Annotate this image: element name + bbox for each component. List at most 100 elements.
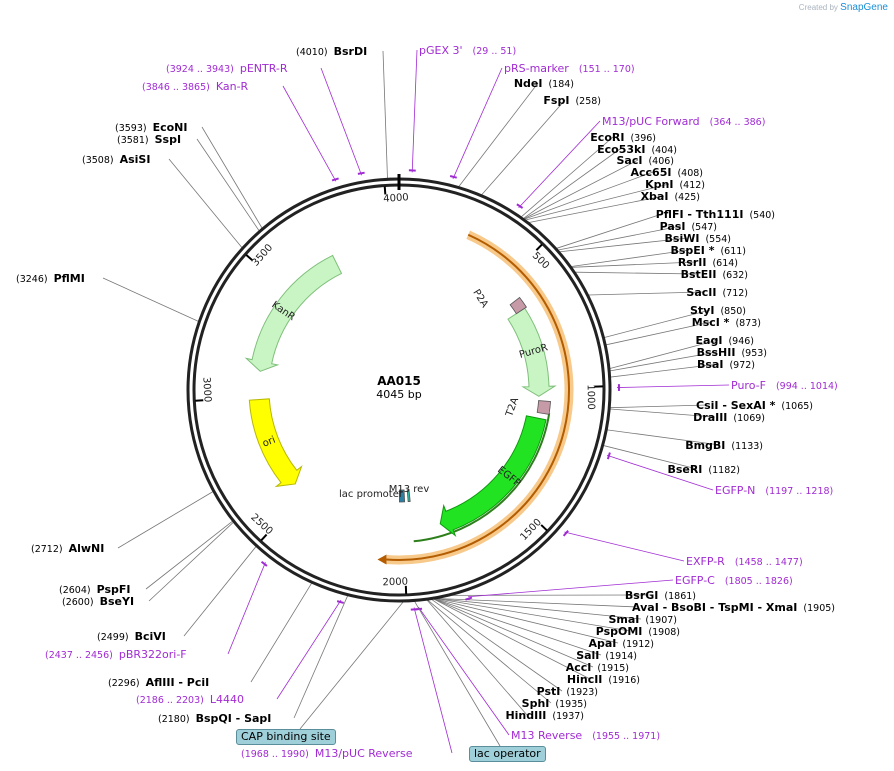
primer-leader-line <box>411 49 418 173</box>
site-leader-line <box>607 429 721 446</box>
site-coord: (412) <box>679 180 705 191</box>
site-eagi-label[interactable]: EagI(946) <box>696 334 754 347</box>
site-styi-label[interactable]: StyI(850) <box>690 304 746 317</box>
site-bspei-label[interactable]: BspEI *(611) <box>670 244 746 257</box>
site-name: BseRI <box>667 463 702 476</box>
site-sacii-label[interactable]: SacII(712) <box>686 286 748 299</box>
primer-coord: (1458 .. 1477) <box>735 557 803 568</box>
primer-m13-puc-reverse-label[interactable]: (1968 .. 1990)M13/pUC Reverse <box>241 747 413 760</box>
site-hincii-label[interactable]: HincII(1916) <box>567 673 640 686</box>
site-ecori-label[interactable]: EcoRI(396) <box>590 131 656 144</box>
site-apai-label[interactable]: ApaI(1912) <box>589 637 655 650</box>
site-leader-line <box>481 99 566 196</box>
primer-kan-r-label[interactable]: (3846 .. 3865)Kan-R <box>142 80 249 93</box>
site-msci-label[interactable]: MscI *(873) <box>692 316 761 329</box>
site-afliii-pcii-label[interactable]: (2296)AflIII - PciI <box>108 676 209 689</box>
site-name: SspI <box>155 133 181 146</box>
site-coord: (3581) <box>117 135 149 146</box>
site-sali-label[interactable]: SalI(1914) <box>576 649 637 662</box>
primer-mark <box>562 530 569 537</box>
feature-egfp-arrow[interactable] <box>439 415 547 538</box>
site-pasi-label[interactable]: PasI(547) <box>660 220 717 233</box>
site-draiii-label[interactable]: DraIII(1069) <box>693 411 765 424</box>
site-csii-sexai-label[interactable]: CsiI - SexAI *(1065) <box>696 399 813 412</box>
primer-m13-puc-forward-label[interactable]: M13/pUC Forward(364 .. 386) <box>602 115 765 128</box>
site-name: PasI <box>660 220 686 233</box>
site-bsrgi-label[interactable]: BsrGI(1861) <box>625 589 696 602</box>
feature-ori-arrow[interactable] <box>248 398 303 488</box>
primer-pbr322ori-f-label[interactable]: (2437 .. 2456)pBR322ori-F <box>45 648 187 661</box>
site-leader-line <box>436 598 631 632</box>
site-psti-label[interactable]: PstI(1923) <box>537 685 598 698</box>
site-bseri-label[interactable]: BseRI(1182) <box>667 463 740 476</box>
site-eco53ki-label[interactable]: Eco53kI(404) <box>597 143 677 156</box>
site-bsshii-label[interactable]: BssHII(953) <box>697 346 767 359</box>
site-pflfi-tth111i-label[interactable]: PflFI - Tth111I(540) <box>656 208 775 221</box>
feature-m13-rev-block[interactable] <box>406 489 411 503</box>
site-pspfi-label[interactable]: (2604)PspFI <box>59 583 131 596</box>
site-leader-line <box>431 599 563 692</box>
lac-operator-box[interactable]: lac operator <box>469 746 546 762</box>
site-bsteii-label[interactable]: BstEII(632) <box>681 268 748 281</box>
site-coord: (554) <box>705 234 731 245</box>
primer-puro-f-label[interactable]: Puro-F(994 .. 1014) <box>731 379 838 392</box>
feature-lac-promoter-block[interactable] <box>398 489 406 503</box>
site-leader-line <box>436 598 642 620</box>
primer-egfp-n-label[interactable]: EGFP-N(1197 .. 1218) <box>715 484 833 497</box>
primer-leader-line <box>282 85 337 182</box>
site-coord: (873) <box>735 318 761 329</box>
site-coord: (1908) <box>648 627 680 638</box>
site-bseyi-label[interactable]: (2600)BseYI <box>62 595 134 608</box>
feature-t2a-block[interactable] <box>536 400 551 415</box>
site-kpni-label[interactable]: KpnI(412) <box>645 178 705 191</box>
feature-kanr-arrow[interactable] <box>244 254 343 372</box>
site-name: BssHII <box>697 346 736 359</box>
site-econi-label[interactable]: (3593)EcoNI <box>115 121 187 134</box>
site-bcivi-label[interactable]: (2499)BciVI <box>97 630 166 643</box>
primer-l4440-label[interactable]: (2186 .. 2203)L4440 <box>136 693 244 706</box>
green-arc-line <box>413 413 551 543</box>
primer-egfp-c-label[interactable]: EGFP-C(1805 .. 1826) <box>675 574 793 587</box>
site-pspomi-label[interactable]: PspOMI(1908) <box>596 625 680 638</box>
cap-binding-site-box[interactable]: CAP binding site <box>236 729 336 745</box>
primer-leader-line <box>468 579 674 598</box>
site-xbai-label[interactable]: XbaI(425) <box>641 190 700 203</box>
site-bsai-label[interactable]: BsaI(972) <box>697 358 755 371</box>
site-saci-label[interactable]: SacI(406) <box>616 154 674 167</box>
primer-m13-reverse-label[interactable]: M13 Reverse(1955 .. 1971) <box>511 729 660 742</box>
site-rsrii-label[interactable]: RsrII(614) <box>678 256 738 269</box>
primer-name: pENTR-R <box>240 62 288 75</box>
site-bsiwi-label[interactable]: BsiWI (554) <box>665 232 731 245</box>
site-name: SacII <box>686 286 716 299</box>
site-sspi-label[interactable]: (3581) SspI <box>117 133 181 146</box>
site-acc65i-label[interactable]: Acc65I(408) <box>630 166 703 179</box>
site-fspi-label[interactable]: FspI(258) <box>543 94 601 107</box>
site-acci-label[interactable]: AccI(1915) <box>566 661 629 674</box>
primer-pgex-3-label[interactable]: pGEX 3'(29 .. 51) <box>419 44 516 57</box>
site-asisi-label[interactable]: (3508)AsiSI <box>82 153 150 166</box>
primer-coord: (1968 .. 1990) <box>241 749 309 760</box>
site-pflmi-label[interactable]: (3246)PflMI <box>16 272 85 285</box>
site-sphi-label[interactable]: SphI(1935) <box>522 697 587 710</box>
site-coord: (2600) <box>62 597 94 608</box>
tick-mark <box>260 533 268 542</box>
site-alwni-label[interactable]: (2712)AlwNI <box>31 542 104 555</box>
feature-puror-arrow[interactable] <box>507 307 557 397</box>
tick-label: 3000 <box>200 377 212 403</box>
site-smai-label[interactable]: SmaI(1907) <box>609 613 678 626</box>
primer-exfp-r-label[interactable]: EXFP-R(1458 .. 1477) <box>686 555 803 568</box>
site-avai-bsobi-tspmi-xmai-label[interactable]: AvaI - BsoBI - TspMI - XmaI(1905) <box>632 601 835 614</box>
primer-prs-marker-label[interactable]: pRS-marker(151 .. 170) <box>504 62 635 75</box>
site-coord: (2712) <box>31 544 63 555</box>
feature-p2a-block[interactable] <box>509 296 527 315</box>
site-bmgbi-label[interactable]: BmgBI(1133) <box>685 439 763 452</box>
site-hindiii-label[interactable]: HindIII(1937) <box>505 709 584 722</box>
site-name: BstEII <box>681 268 717 281</box>
site-name: EcoNI <box>153 121 188 134</box>
site-ndei-label[interactable]: NdeI(184) <box>514 77 574 90</box>
site-name: BsiWI <box>665 232 700 245</box>
site-bsrdi-label[interactable]: (4010)BsrDI <box>296 45 367 58</box>
primer-pentr-r-label[interactable]: (3924 .. 3943)pENTR-R <box>166 62 288 75</box>
site-bspqi-sapi-label[interactable]: (2180)BspQI - SapI <box>158 712 271 725</box>
